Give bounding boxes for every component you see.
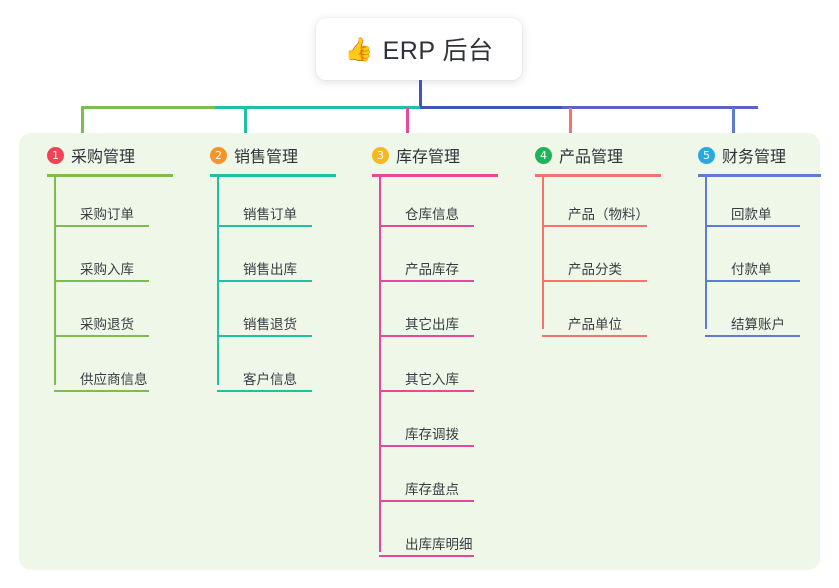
leaf-node-underline	[705, 225, 800, 227]
leaf-node-underline	[379, 335, 474, 337]
branch-underline	[698, 174, 821, 177]
leaf-node-underline	[54, 280, 149, 282]
branch-underline	[372, 174, 498, 177]
bus-segment-blue	[420, 106, 562, 109]
branch-spine	[542, 177, 544, 329]
leaf-node-underline	[379, 445, 474, 447]
branch-header-3[interactable]: 3 库存管理	[352, 133, 460, 177]
leaf-node-underline	[379, 280, 474, 282]
leaf-node-label: 库存盘点	[405, 482, 459, 497]
leaf-node-underline	[54, 335, 149, 337]
branch-header-1[interactable]: 1 采购管理	[27, 133, 135, 177]
leaf-node-underline	[542, 280, 647, 282]
leaf-node-underline	[217, 280, 312, 282]
branch-spine	[379, 177, 381, 552]
leaf-node-label: 结算账户	[731, 317, 785, 332]
leaf-node-label: 其它出库	[405, 317, 459, 332]
leaf-node-label: 付款单	[731, 262, 772, 277]
branch-underline	[535, 174, 661, 177]
branch-title: 库存管理	[396, 149, 461, 166]
branch-column-5: 5 财务管理回款单付款单结算账户	[678, 133, 821, 337]
leaf-node-label: 采购订单	[80, 207, 134, 222]
leaf-node-label: 产品（物料）	[568, 207, 649, 222]
leaf-node-underline	[379, 225, 474, 227]
root-node-label: ERP 后台	[382, 37, 494, 65]
leaf-node-label: 供应商信息	[80, 372, 148, 387]
leaf-node-label: 销售订单	[243, 207, 297, 222]
leaf-node-label: 回款单	[731, 207, 772, 222]
leaf-node-underline	[705, 280, 800, 282]
drop-connector-3	[406, 108, 409, 135]
branch-spine	[705, 177, 707, 329]
root-node-card[interactable]: 👍 ERP 后台	[316, 18, 522, 80]
leaf-node-underline	[54, 225, 149, 227]
branch-number-badge: 5	[698, 146, 715, 164]
branch-number-badge: 4	[535, 146, 552, 164]
branch-column-4: 4 产品管理产品（物料） 产品分类产品单位	[515, 133, 661, 337]
bus-segment-indigo	[562, 106, 758, 109]
leaf-node-label: 仓库信息	[405, 207, 459, 222]
branches-panel: 1 采购管理采购订单采购入库采购退货供应商信息 2 销售管理销售订单销售出库销售退货客…	[19, 133, 821, 570]
bus-segment-green	[81, 106, 215, 109]
branch-title: 销售管理	[234, 149, 299, 166]
leaf-node-underline	[217, 335, 312, 337]
leaf-node-label: 销售退货	[243, 317, 297, 332]
leaf-node-label: 库存调拨	[405, 427, 459, 442]
leaf-node-underline	[54, 390, 149, 392]
branch-column-1: 1 采购管理采购订单采购入库采购退货供应商信息	[27, 133, 173, 392]
leaf-node-label: 产品分类	[568, 262, 622, 277]
leaf-node-label: 其它入库	[405, 372, 459, 387]
bus-segment-teal	[215, 106, 420, 109]
leaf-node-underline	[542, 225, 647, 227]
leaf-node-label: 客户信息	[243, 372, 297, 387]
drop-connector-2	[244, 108, 247, 135]
leaf-node-underline	[705, 335, 800, 337]
leaf-node-underline	[217, 390, 312, 392]
branch-column-3: 3 库存管理仓库信息产品库存其它出库其它入库库存调拨库存盘点出库库明细	[352, 133, 498, 557]
leaf-node-underline	[542, 335, 647, 337]
branch-column-2: 2 销售管理销售订单销售出库销售退货客户信息	[190, 133, 336, 392]
leaf-node-underline	[379, 555, 474, 557]
root-node-title: 👍 ERP 后台	[344, 31, 493, 67]
leaf-node-label: 出库库明细	[405, 537, 473, 552]
leaf-node-label: 产品单位	[568, 317, 622, 332]
drop-connector-4	[569, 108, 572, 135]
branch-number-badge: 1	[47, 146, 64, 164]
leaf-node-label: 采购退货	[80, 317, 134, 332]
drop-connector-1	[81, 108, 84, 135]
drop-connector-5	[732, 108, 735, 135]
branch-header-5[interactable]: 5 财务管理	[678, 133, 786, 177]
branch-underline	[47, 174, 173, 177]
branch-header-4[interactable]: 4 产品管理	[515, 133, 623, 177]
leaf-node-underline	[379, 500, 474, 502]
leaf-node-underline	[217, 225, 312, 227]
thumbs-up-icon: 👍	[344, 35, 374, 62]
leaf-node-underline	[379, 390, 474, 392]
branch-title: 采购管理	[71, 149, 136, 166]
leaf-node-label: 销售出库	[243, 262, 297, 277]
branch-underline	[210, 174, 336, 177]
leaf-node-label: 采购入库	[80, 262, 134, 277]
branch-number-badge: 3	[372, 146, 389, 164]
leaf-node-label: 产品库存	[405, 262, 459, 277]
branch-title: 财务管理	[722, 149, 787, 166]
branch-title: 产品管理	[559, 149, 624, 166]
branch-number-badge: 2	[210, 146, 227, 164]
branch-header-2[interactable]: 2 销售管理	[190, 133, 298, 177]
root-stem-connector	[419, 80, 422, 108]
